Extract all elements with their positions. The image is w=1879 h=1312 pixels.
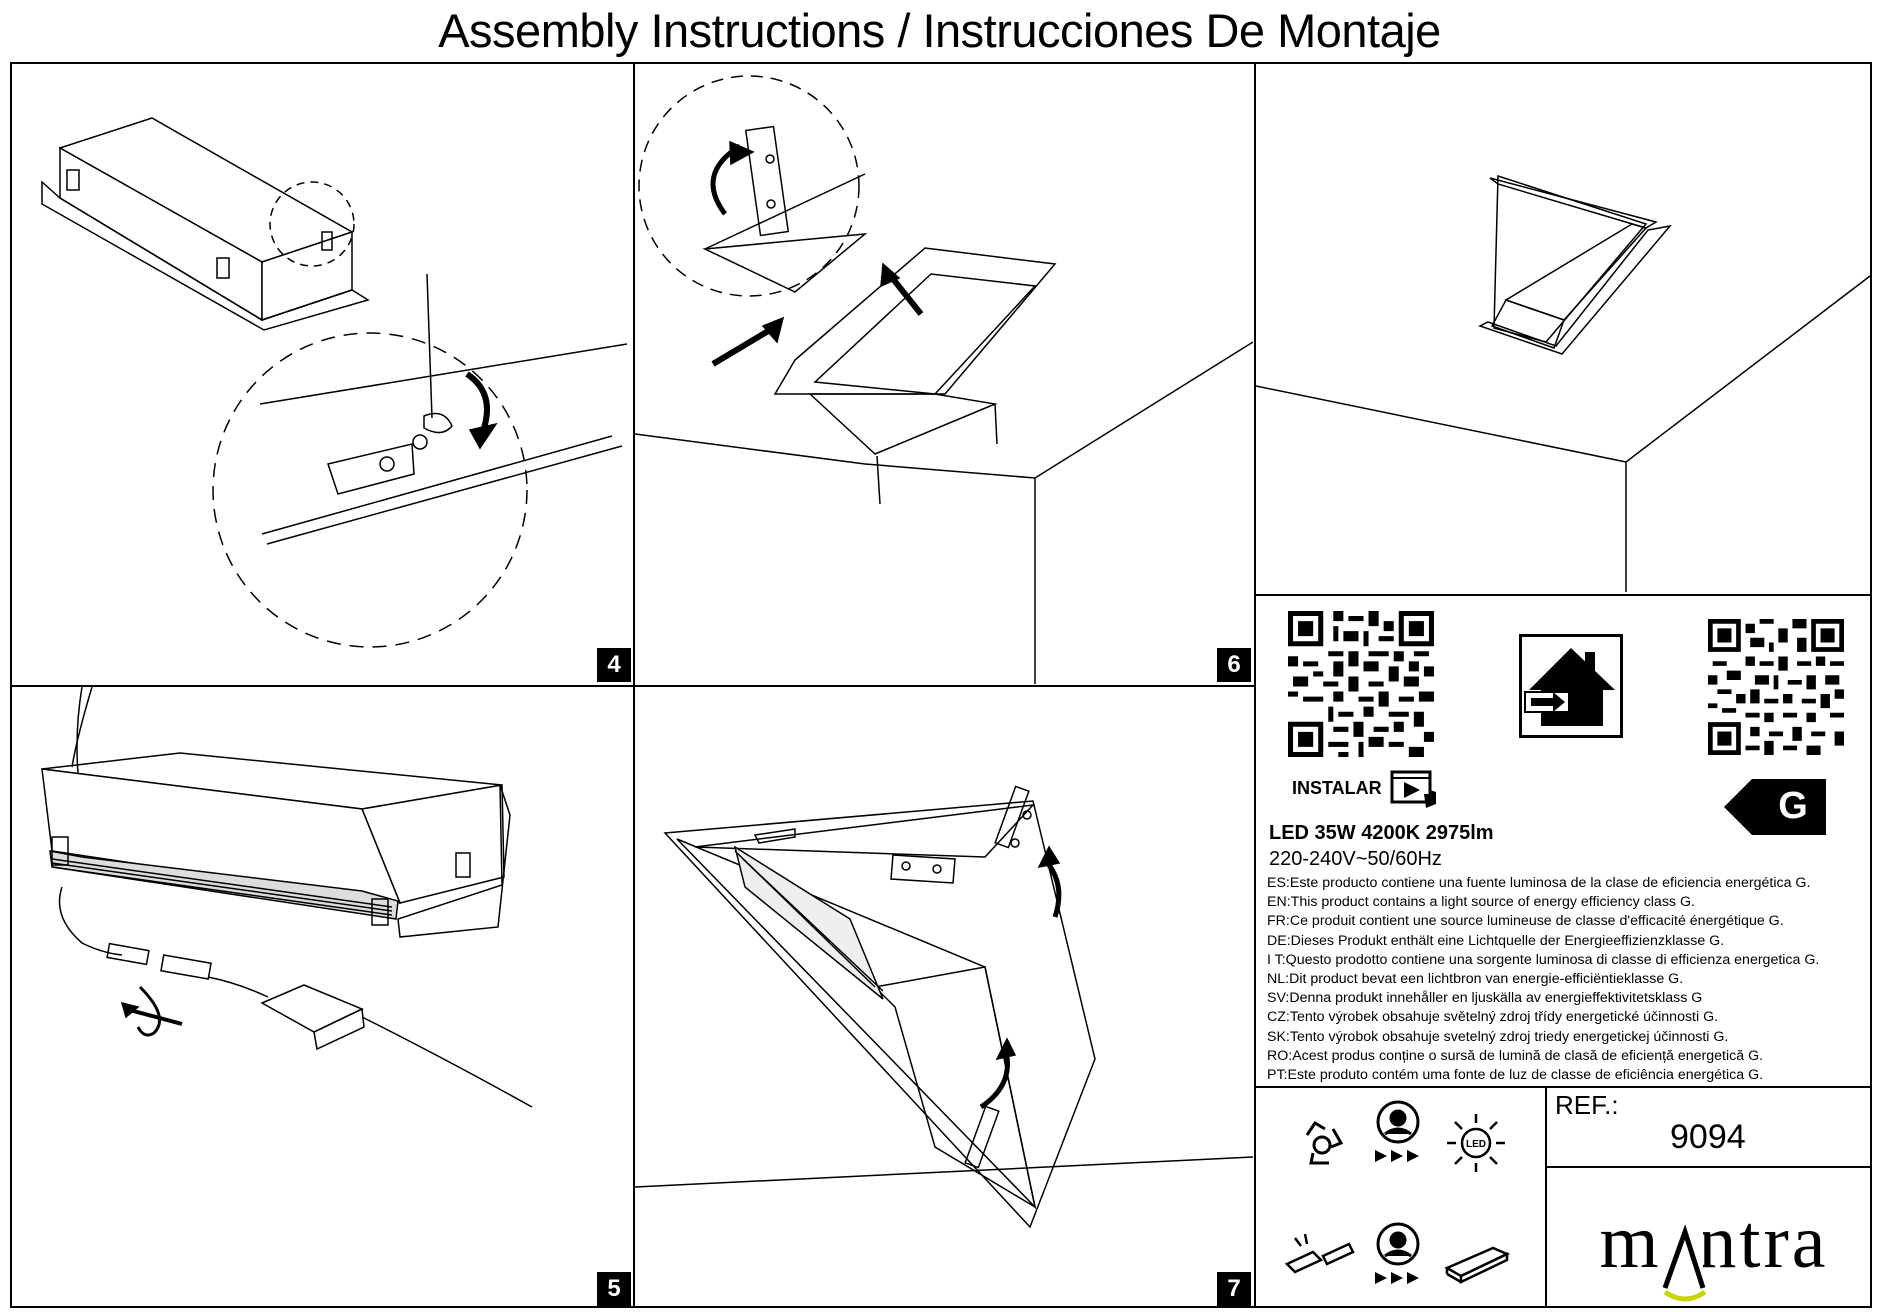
driver-cable-illustration: [58, 886, 533, 1108]
detail-circle-small: [269, 181, 355, 267]
step-5-panel: [12, 687, 632, 1306]
step-number-6: 6: [1217, 648, 1251, 682]
statement-fr: FR:Ce produit contient une source lumine…: [1267, 913, 1784, 930]
statement-sk: SK:Tento výrobok obsahuje svetelný zdroj…: [1267, 1028, 1729, 1045]
detail-circle: [638, 75, 860, 297]
step-number-5: 5: [597, 1272, 631, 1306]
energy-class-value: G: [1778, 785, 1808, 827]
ref-label: REF.:: [1555, 1090, 1619, 1120]
video-icon[interactable]: [1390, 768, 1444, 810]
house-arrow-icon: [1519, 634, 1623, 738]
svg-text:LED: LED: [1466, 1139, 1486, 1150]
ceiling-corner-lines: [1256, 275, 1870, 592]
spec-power: LED 35W 4200K 2975lm: [1269, 822, 1494, 844]
ceiling-corner-lines: [635, 341, 1253, 684]
installer-icon: [1375, 1222, 1420, 1284]
divider-ref: [1545, 1086, 1547, 1308]
divider-ref-brand: [1545, 1166, 1872, 1168]
hook-detail-illustration: [259, 273, 628, 545]
statement-sv: SV:Denna produkt innehåller en ljuskälla…: [1267, 990, 1703, 1007]
fixture-box-illustration: [41, 752, 511, 938]
qr-code-icon[interactable]: [1288, 611, 1434, 757]
statement-cz: CZ:Tento výrobek obsahuje světelný zdroj…: [1267, 1009, 1719, 1026]
statement-es: ES:Este producto contiene una fuente lum…: [1267, 875, 1811, 891]
spec-voltage: 220-240V~50/60Hz: [1269, 848, 1442, 870]
installed-panel-illustration: [1478, 174, 1672, 355]
ceiling-line: [635, 1156, 1253, 1188]
step-7-panel: [635, 687, 1253, 1306]
install-label: INSTALAR: [1292, 778, 1382, 798]
brand-logo: mantra: [1555, 1192, 1873, 1308]
recycle-icon: [1305, 1120, 1344, 1165]
qr-code-icon[interactable]: [1708, 619, 1844, 755]
statement-de: DE:Dieses Produkt enthält eine Lichtquel…: [1267, 932, 1725, 949]
energy-label-icon: [1724, 779, 1826, 835]
led-icon: LED: [1447, 1114, 1505, 1172]
statement-nl: NL:Dit product bevat een lichtbron van e…: [1267, 971, 1684, 988]
step-6-panel: [635, 64, 1253, 684]
divider-info-middle: [1254, 1086, 1872, 1088]
divider-middle: [10, 685, 1256, 687]
connector-icon: [1284, 1233, 1355, 1274]
ref-value: 9094: [1670, 1118, 1746, 1156]
energy-statements: ES:Este producto contiene una fuente lum…: [1267, 874, 1867, 1085]
brand-name: mantra: [1599, 1200, 1829, 1284]
installer-icon: [1375, 1100, 1420, 1162]
statement-it: I T:Questo prodotto contiene una sorgent…: [1267, 951, 1820, 968]
fixture-tilted-illustration: [711, 247, 1057, 505]
fixture-open-illustration: [663, 785, 1096, 1229]
statement-ro: RO:Acest produs conține o sursă de lumin…: [1267, 1047, 1764, 1064]
detail-circle-large: [212, 332, 528, 648]
clip-detail-illustration: [702, 125, 868, 293]
step-4-panel: [12, 64, 632, 684]
fixture-box-illustration: [41, 117, 370, 331]
driver-icon: [1444, 1246, 1511, 1284]
statement-pt: PT:Este produto contém uma fonte de luz …: [1267, 1067, 1764, 1084]
step-number-7: 7: [1217, 1272, 1251, 1306]
page-title: Assembly Instructions / Instrucciones De…: [438, 4, 1441, 57]
step-number-4: 4: [597, 648, 631, 682]
divider-info-top: [1254, 594, 1872, 596]
finished-ceiling-panel: [1256, 64, 1870, 592]
statement-en: EN:This product contains a light source …: [1267, 894, 1695, 911]
